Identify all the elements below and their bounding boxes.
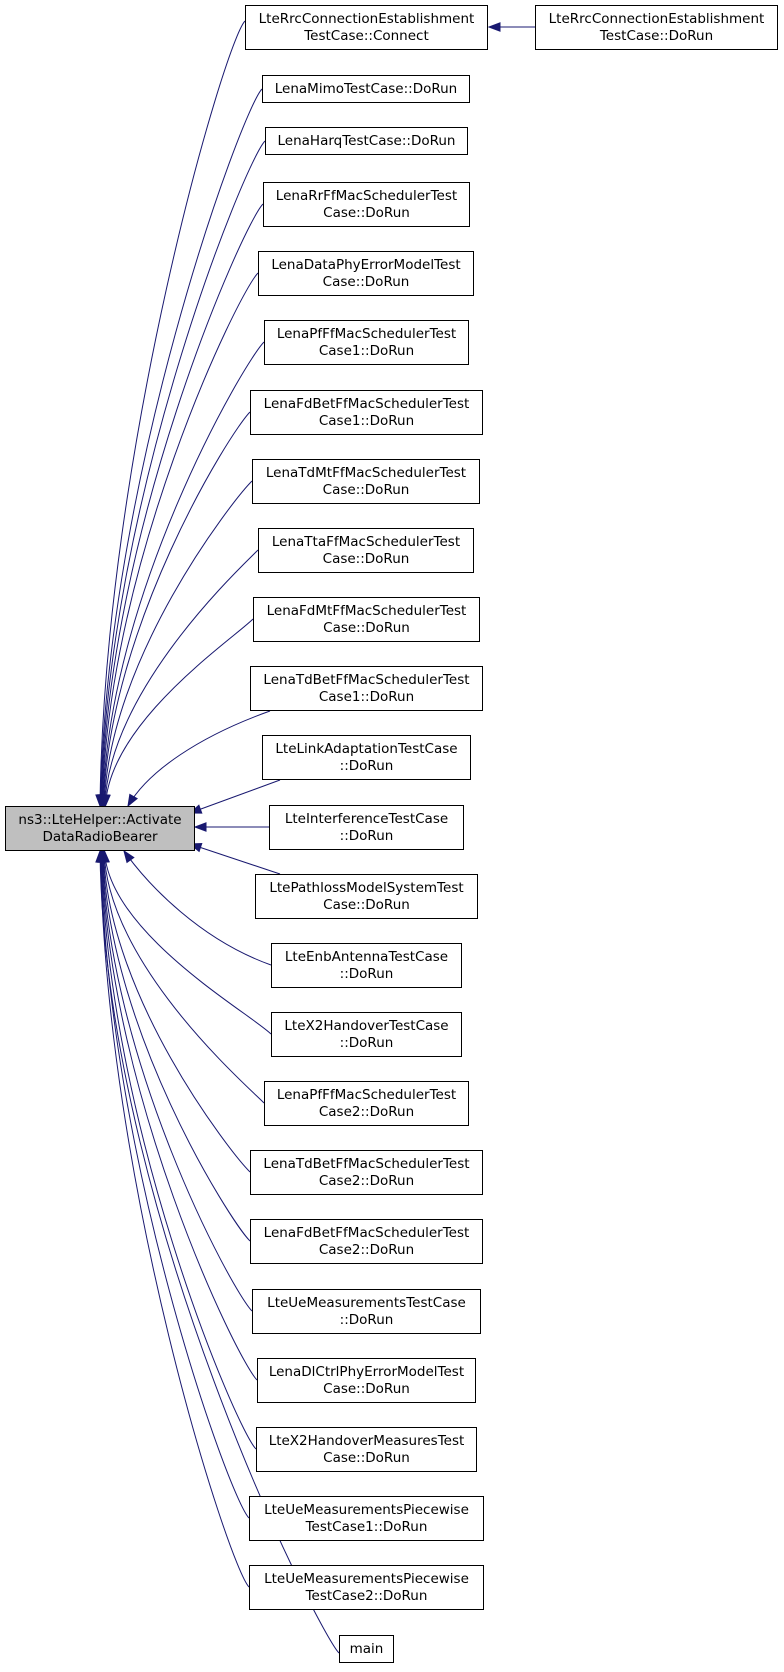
caller-node-label: LenaTtaFfMacSchedulerTest Case::DoRun [271,533,461,567]
call-edge-arrowhead [101,794,111,808]
caller-node-label: LenaFdMtFfMacSchedulerTest Case::DoRun [266,602,467,636]
call-edge-arrowhead [127,793,138,808]
caller-node-enb-antenna[interactable]: LteEnbAntennaTestCase ::DoRun [271,943,462,988]
call-edge [104,618,254,807]
caller-node-dl-ctrl-phy-error[interactable]: LenaDlCtrlPhyErrorModelTest Case::DoRun [257,1358,476,1403]
call-edge [189,779,281,814]
caller-node-label: LteX2HandoverMeasuresTest Case::DoRun [268,1432,465,1466]
call-edge [100,850,250,1588]
call-edge [102,850,251,1242]
call-edge [189,843,281,875]
caller-node-harq[interactable]: LenaHarqTestCase::DoRun [265,127,468,155]
call-edge [104,549,259,807]
call-edge [100,140,266,807]
caller-node-tdmt-ff-mac[interactable]: LenaTdMtFfMacSchedulerTest Case::DoRun [252,459,480,504]
caller-node-label: LenaPfFfMacSchedulerTest Case2::DoRun [276,1086,457,1120]
call-edge [99,850,340,1654]
caller-node-label: LenaTdBetFfMacSchedulerTest Case1::DoRun [263,671,470,705]
caller-node-pf-ff-mac-2[interactable]: LenaPfFfMacSchedulerTest Case2::DoRun [264,1081,469,1126]
call-edge [102,341,265,807]
call-edge [103,850,265,1104]
caller-node-ue-measurements[interactable]: LteUeMeasurementsTestCase ::DoRun [252,1289,481,1334]
caller-node-link-adaptation[interactable]: LteLinkAdaptationTestCase ::DoRun [262,735,471,780]
caller-node-label: LenaFdBetFfMacSchedulerTest Case1::DoRun [263,395,470,429]
caller-node-data-phy-error[interactable]: LenaDataPhyErrorModelTest Case::DoRun [258,251,474,296]
call-edge [101,850,257,1450]
caller-node-ue-meas-piecewise-2[interactable]: LteUeMeasurementsPiecewise TestCase2::Do… [249,1565,484,1610]
caller-node-tdbet-ff-mac-2[interactable]: LenaTdBetFfMacSchedulerTest Case2::DoRun [250,1150,483,1195]
caller-node-fdmt-ff-mac[interactable]: LenaFdMtFfMacSchedulerTest Case::DoRun [253,597,480,642]
caller-node-ue-meas-piecewise-1[interactable]: LteUeMeasurementsPiecewise TestCase1::Do… [249,1496,484,1541]
call-edge-arrowhead [95,849,106,863]
caller-node-label: LenaMimoTestCase::DoRun [274,80,458,97]
caller-node-tta-ff-mac[interactable]: LenaTtaFfMacSchedulerTest Case::DoRun [258,528,474,573]
caller-node-pf-ff-mac-1[interactable]: LenaPfFfMacSchedulerTest Case1::DoRun [264,320,469,365]
call-edge-arrowhead [487,22,501,32]
call-edge [102,850,253,1312]
caller-node-label: LteX2HandoverTestCase ::DoRun [284,1017,449,1051]
caller-node-label: LenaPfFfMacSchedulerTest Case1::DoRun [276,325,457,359]
caller-node-label: LenaHarqTestCase::DoRun [277,132,456,149]
caller-node-pathloss-model[interactable]: LtePathlossModelSystemTest Case::DoRun [255,874,478,919]
caller-node-label: main [349,1640,384,1657]
call-edge [101,272,259,807]
caller-node-rrc-connect[interactable]: LteRrcConnectionEstablishment TestCase::… [245,5,488,50]
call-edge [101,203,264,807]
call-edge [103,850,251,1173]
caller-node-fdbet-ff-mac-2[interactable]: LenaFdBetFfMacSchedulerTest Case2::DoRun [250,1219,483,1264]
caller-node-label: LenaDataPhyErrorModelTest Case::DoRun [271,256,461,290]
caller-node-label: LtePathlossModelSystemTest Case::DoRun [269,879,464,913]
caller-node-tdbet-ff-mac-1[interactable]: LenaTdBetFfMacSchedulerTest Case1::DoRun [250,666,483,711]
call-edge [104,850,272,1035]
call-edge [100,88,263,807]
call-edge [100,850,250,1519]
caller-node-rr-ff-mac[interactable]: LenaRrFfMacSchedulerTest Case::DoRun [263,182,470,227]
call-edge [99,20,246,807]
second-level-node-rrc-dorun[interactable]: LteRrcConnectionEstablishment TestCase::… [535,5,778,50]
caller-node-label: LteUeMeasurementsPiecewise TestCase1::Do… [264,1501,469,1535]
call-edge [123,850,272,966]
call-edge [103,411,251,807]
caller-node-label: LenaTdMtFfMacSchedulerTest Case::DoRun [265,464,467,498]
caller-node-label: LenaRrFfMacSchedulerTest Case::DoRun [275,187,458,221]
caller-node-label: LteUeMeasurementsTestCase ::DoRun [267,1294,466,1328]
caller-node-x2-handover[interactable]: LteX2HandoverTestCase ::DoRun [271,1012,462,1057]
caller-node-label: LteLinkAdaptationTestCase ::DoRun [275,740,458,774]
root-node-label: ns3::LteHelper::Activate DataRadioBearer [18,811,182,845]
caller-node-label: LenaDlCtrlPhyErrorModelTest Case::DoRun [268,1363,465,1397]
root-node-activate-data-radio-bearer: ns3::LteHelper::Activate DataRadioBearer [5,806,195,851]
caller-node-label: LteEnbAntennaTestCase ::DoRun [284,948,449,982]
caller-node-label: LteRrcConnectionEstablishment TestCase::… [258,10,475,44]
caller-node-mimo[interactable]: LenaMimoTestCase::DoRun [262,75,470,103]
caller-node-fdbet-ff-mac-1[interactable]: LenaFdBetFfMacSchedulerTest Case1::DoRun [250,390,483,435]
caller-node-label: LenaTdBetFfMacSchedulerTest Case2::DoRun [263,1155,470,1189]
call-edge-arrowhead [193,822,207,832]
caller-node-x2-handover-measures[interactable]: LteX2HandoverMeasuresTest Case::DoRun [256,1427,477,1472]
caller-node-interference[interactable]: LteInterferenceTestCase ::DoRun [269,805,464,850]
caller-node-label: LenaFdBetFfMacSchedulerTest Case2::DoRun [263,1224,470,1258]
call-edge [103,480,253,807]
caller-node-label: LteUeMeasurementsPiecewise TestCase2::Do… [264,1570,469,1604]
call-edge-arrowhead [123,849,135,864]
caller-node-main[interactable]: main [339,1635,394,1663]
caller-node-label: LteInterferenceTestCase ::DoRun [284,810,449,844]
call-edge [127,710,271,807]
call-edge [101,850,258,1381]
second-level-node-label: LteRrcConnectionEstablishment TestCase::… [548,10,765,44]
